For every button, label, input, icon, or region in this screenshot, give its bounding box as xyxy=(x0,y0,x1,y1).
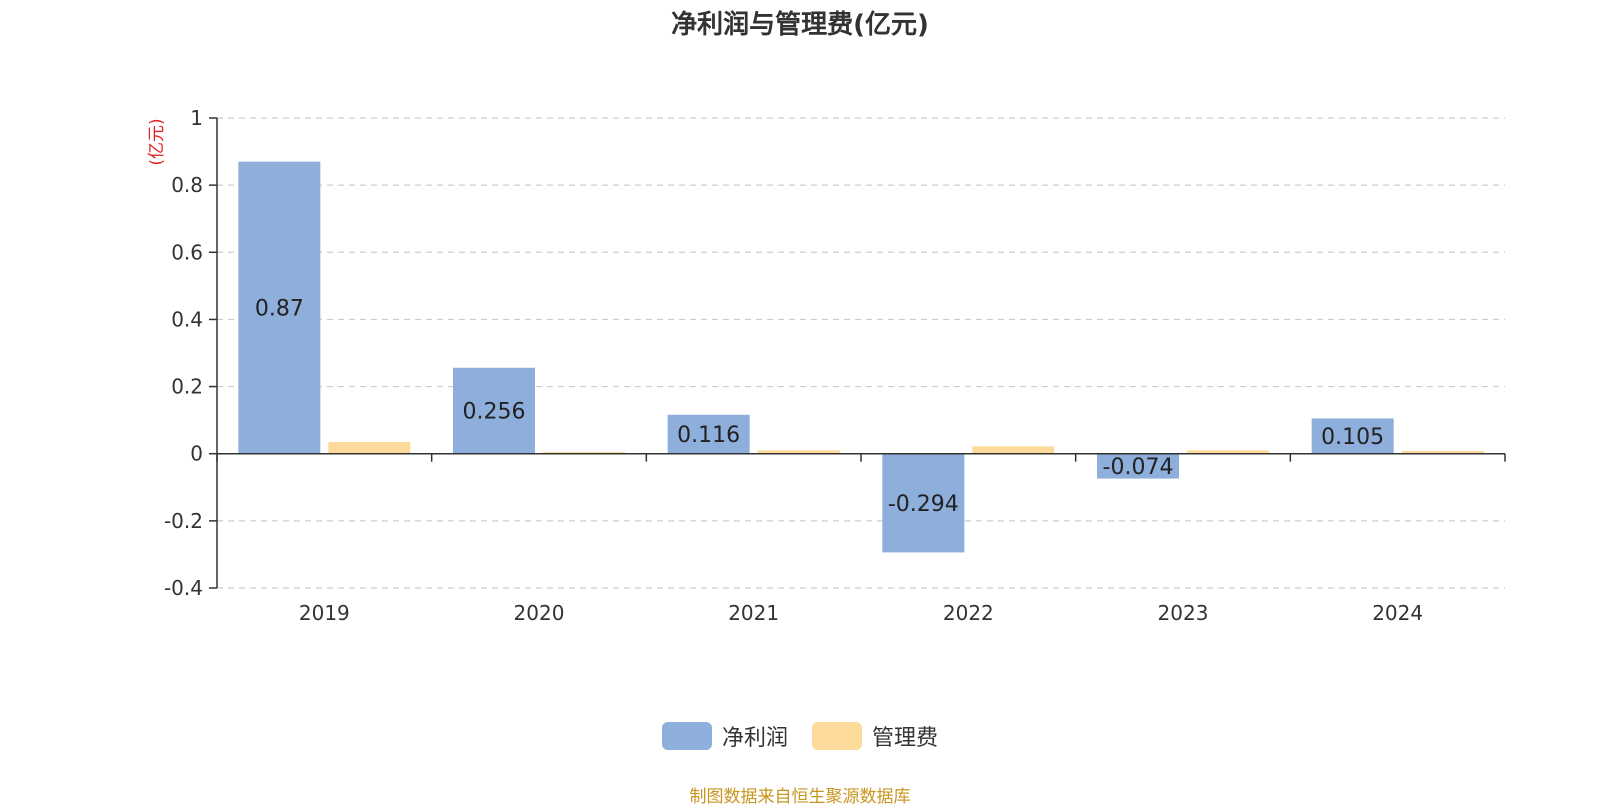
bar-net-profit[interactable] xyxy=(667,414,750,454)
bar-value-label: 0.256 xyxy=(463,400,526,425)
source-note: 制图数据来自恒生聚源数据库 xyxy=(689,787,911,807)
x-tick-label: 2023 xyxy=(1158,601,1209,625)
bar-admin-fee[interactable] xyxy=(1401,451,1484,454)
x-tick-label: 2021 xyxy=(728,601,779,625)
y-tick-label: 0 xyxy=(190,442,203,466)
bar-value-label: -0.294 xyxy=(888,492,959,517)
legend-item-admin-fee[interactable]: 管理费 xyxy=(812,720,938,752)
data-labels: 0.87 0.256 0.116 -0.294 -0.074 0.105 xyxy=(255,297,1384,517)
y-axis-unit-label: (亿元) xyxy=(147,118,167,165)
bar-admin-fee[interactable] xyxy=(328,441,411,454)
bar-net-profit[interactable] xyxy=(453,367,535,454)
bar-net-profit[interactable] xyxy=(1311,418,1394,454)
axes: 1 0.8 0.6 0.4 0.2 0 -0.2 -0.4 (亿元) 2019 2020 2021 20… xyxy=(147,106,1506,625)
bar-value-label: -0.074 xyxy=(1103,455,1174,480)
y-tick-label: 0.4 xyxy=(171,307,203,331)
chart-title: 净利润与管理费(亿元) xyxy=(671,10,929,40)
bar-value-label: 0.87 xyxy=(255,297,304,322)
bar-value-label: 0.105 xyxy=(1321,425,1384,450)
legend-item-net-profit[interactable]: 净利润 xyxy=(661,720,788,752)
bar-admin-fee[interactable] xyxy=(972,446,1055,454)
y-tick-label: -0.4 xyxy=(164,576,203,600)
grid-lines xyxy=(217,117,1505,589)
bar-net-profit[interactable] xyxy=(882,453,965,553)
legend-label-net-profit: 净利润 xyxy=(721,726,788,751)
legend-label-admin-fee: 管理费 xyxy=(872,726,939,751)
bars xyxy=(238,161,1484,553)
x-tick-label: 2022 xyxy=(943,601,994,625)
legend: 净利润 管理费 xyxy=(0,720,1600,752)
y-tick-label: 0.2 xyxy=(171,375,203,399)
y-tick-label: 0.8 xyxy=(171,173,203,197)
y-tick-label: -0.2 xyxy=(164,509,203,533)
bar-value-label: 0.116 xyxy=(677,423,740,448)
legend-swatch-net-profit xyxy=(661,722,712,750)
bar-net-profit[interactable] xyxy=(238,161,321,454)
y-tick-label: 0.6 xyxy=(171,240,203,264)
y-tick-label: 1 xyxy=(190,106,203,130)
bar-net-profit[interactable] xyxy=(1097,453,1179,479)
x-tick-label: 2024 xyxy=(1372,601,1423,625)
legend-swatch-admin-fee xyxy=(812,722,862,750)
x-tick-label: 2019 xyxy=(299,601,350,625)
bar-admin-fee[interactable] xyxy=(543,452,625,454)
bar-admin-fee[interactable] xyxy=(1187,450,1269,454)
bar-admin-fee[interactable] xyxy=(757,450,840,454)
x-tick-label: 2020 xyxy=(514,601,565,625)
